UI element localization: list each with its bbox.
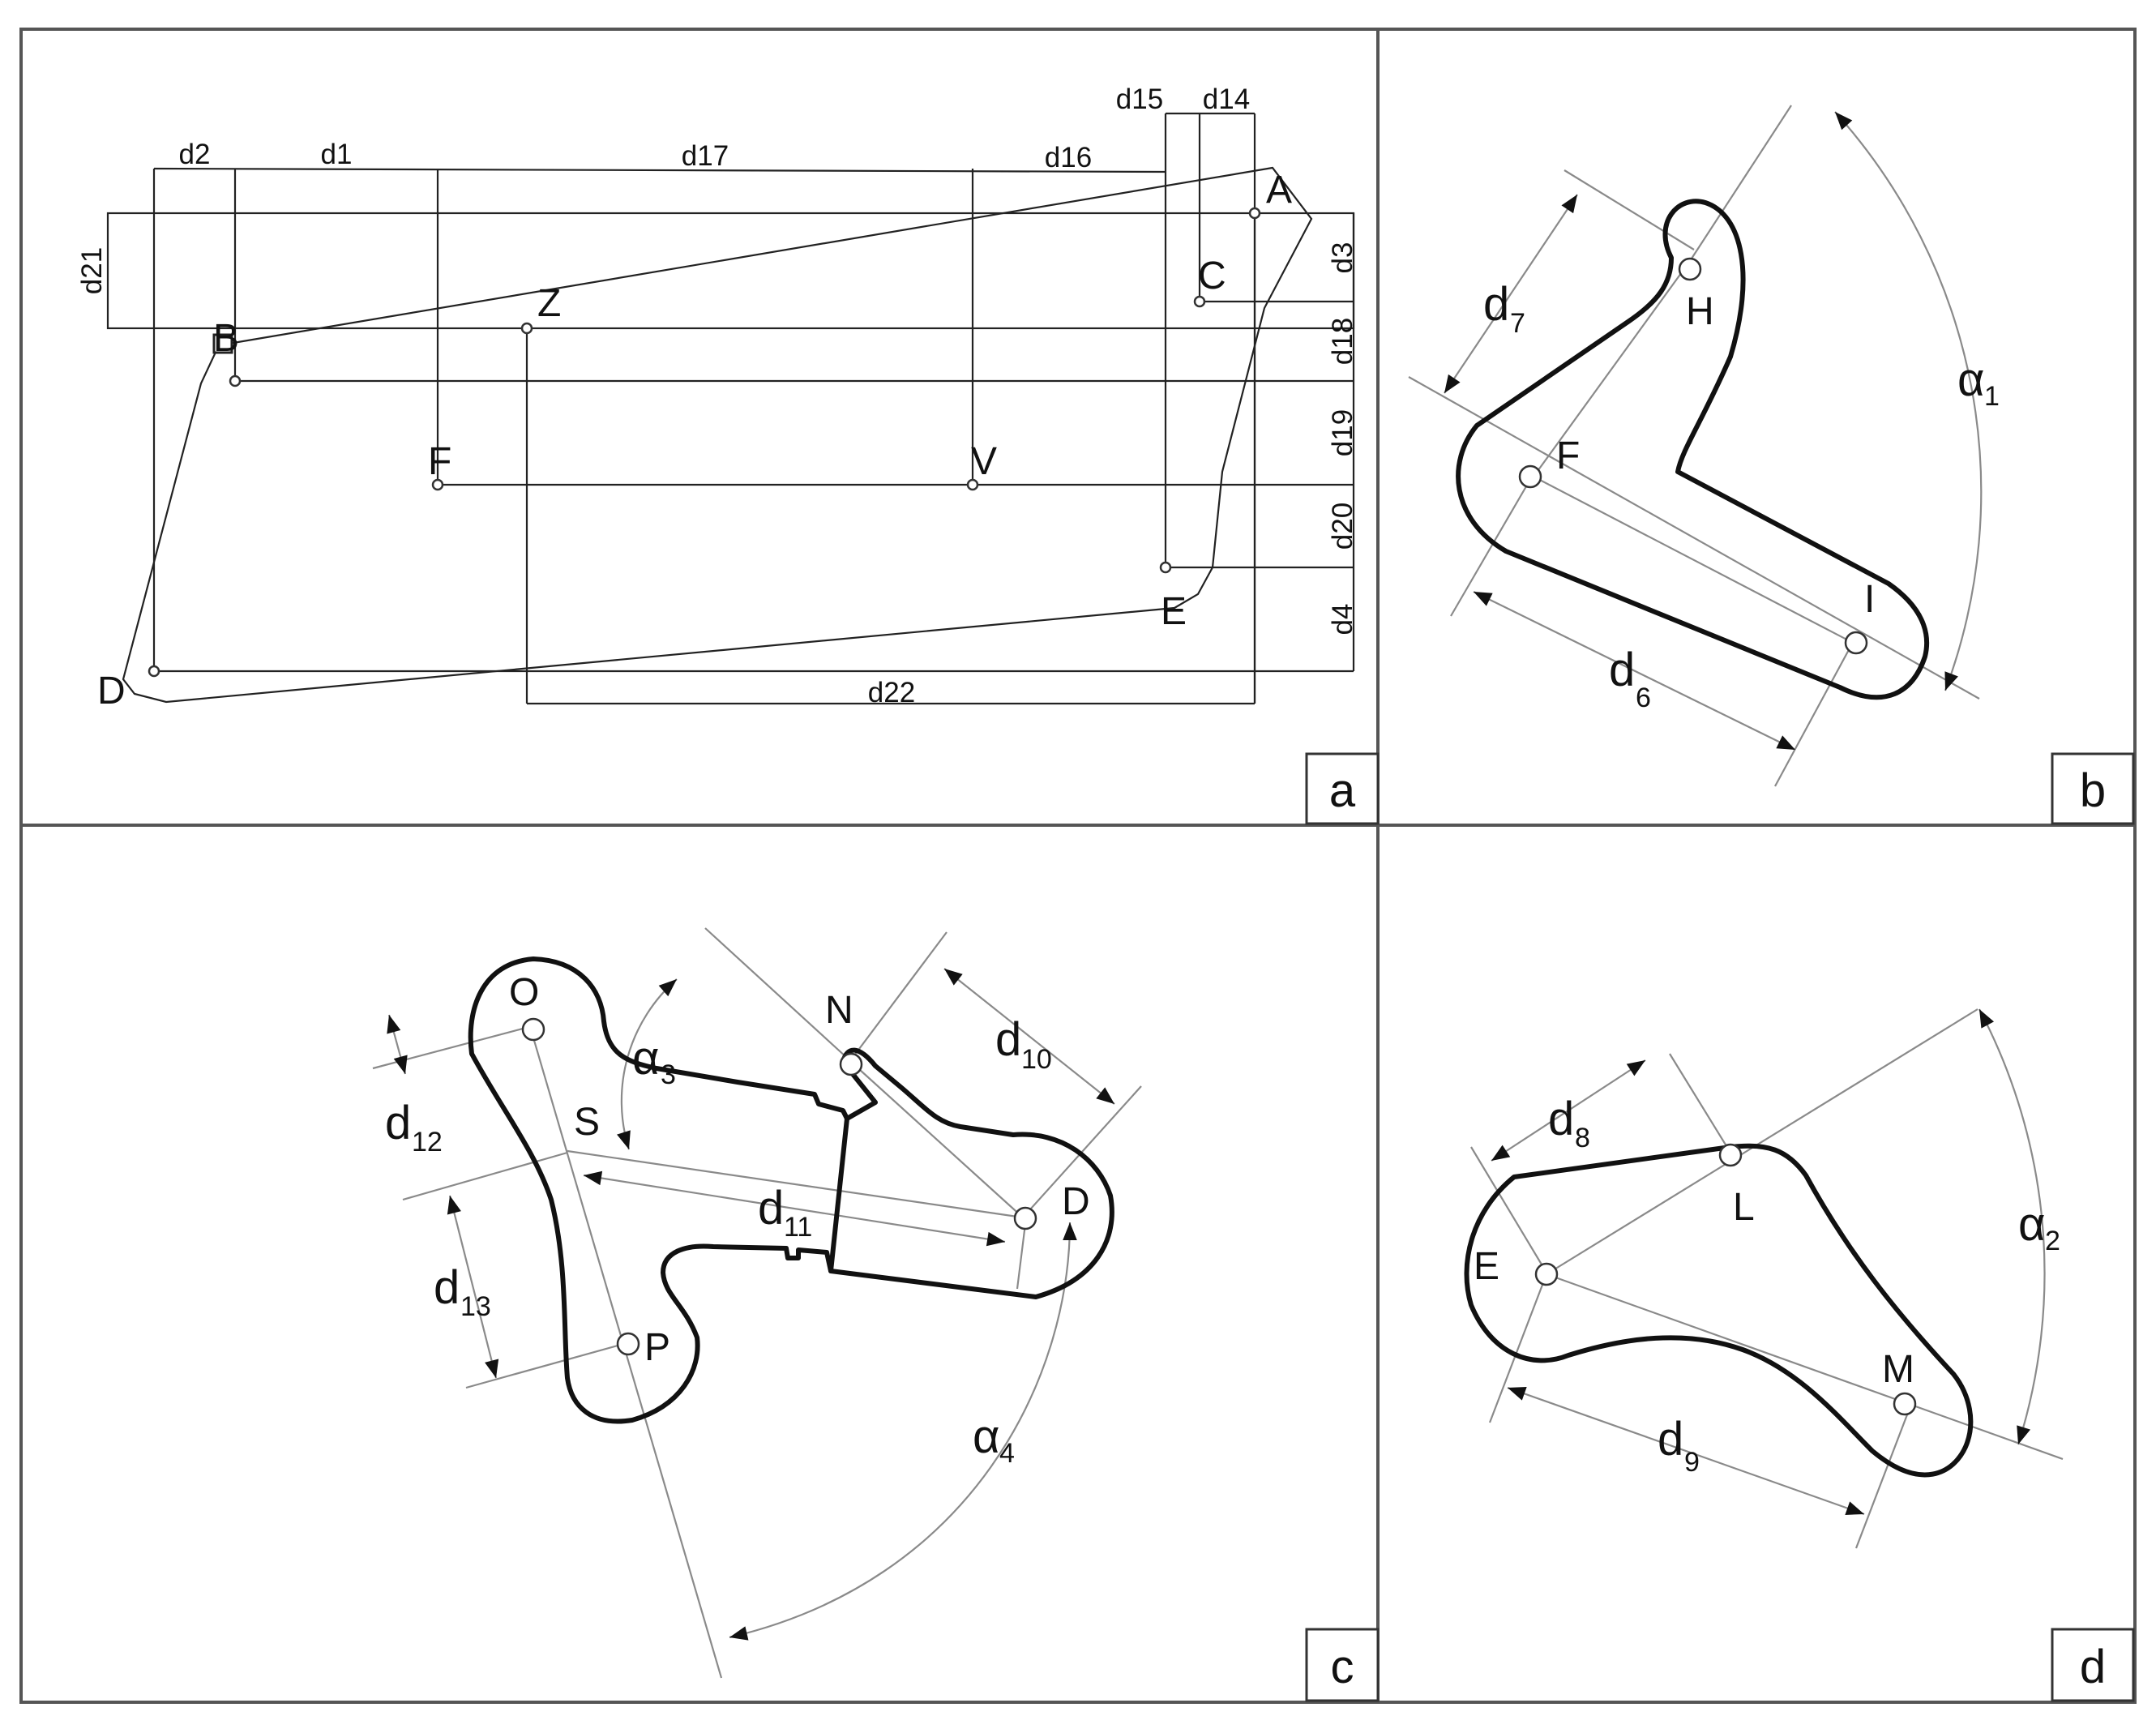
panel-b-construction-lines — [1408, 105, 1983, 787]
svg-text:c: c — [1331, 1641, 1354, 1693]
panel-b-labels: H F I d 7 d 6 α 1 — [1483, 278, 2000, 713]
panel-a-dimension-labels: d2 d1 d17 d16 d15 d14 d22 d21 d3 d18 d19… — [76, 83, 1358, 708]
svg-text:H: H — [1686, 290, 1714, 333]
svg-text:B: B — [213, 317, 239, 360]
svg-text:d15: d15 — [1116, 83, 1163, 115]
svg-text:d: d — [1548, 1093, 1574, 1145]
svg-text:6: 6 — [1636, 683, 1651, 713]
panel-a-pivots — [148, 207, 1261, 678]
svg-text:a: a — [1329, 764, 1356, 817]
svg-text:d: d — [434, 1261, 460, 1314]
svg-text:d: d — [758, 1182, 784, 1235]
svg-text:d: d — [995, 1013, 1021, 1066]
panel-d-construction-lines — [1470, 1008, 2064, 1549]
svg-text:d: d — [385, 1097, 411, 1149]
svg-text:E: E — [1474, 1245, 1499, 1288]
panel-letter-d: d — [2051, 1628, 2135, 1702]
svg-text:d: d — [1609, 644, 1635, 696]
svg-text:O: O — [509, 971, 539, 1014]
svg-text:d2: d2 — [179, 139, 211, 170]
svg-text:9: 9 — [1684, 1447, 1700, 1478]
panel-letter-a: a — [1305, 752, 1380, 825]
svg-text:13: 13 — [460, 1291, 491, 1322]
svg-text:8: 8 — [1575, 1123, 1590, 1153]
panel-letter-b: b — [2051, 752, 2135, 825]
svg-text:d14: d14 — [1203, 83, 1250, 115]
svg-text:d4: d4 — [1327, 604, 1358, 635]
svg-text:M: M — [1882, 1348, 1914, 1391]
panel-a-drawing: A B C Z F V E D d2 d1 d17 d16 d15 d14 d2… — [76, 83, 1358, 713]
svg-text:F: F — [1556, 434, 1580, 477]
panel-c-link-outline — [468, 956, 1114, 1424]
svg-text:α: α — [1957, 353, 1985, 406]
svg-text:d: d — [1483, 278, 1509, 331]
svg-text:d18: d18 — [1327, 318, 1358, 365]
svg-text:I: I — [1864, 578, 1875, 621]
svg-text:α: α — [973, 1410, 1000, 1463]
svg-text:P: P — [644, 1326, 670, 1369]
svg-text:V: V — [971, 440, 997, 483]
svg-text:12: 12 — [412, 1127, 443, 1158]
svg-text:L: L — [1733, 1186, 1755, 1229]
panel-frames — [19, 28, 2137, 1704]
panel-c-link-details — [828, 1116, 849, 1273]
panel-b-pivots — [1518, 257, 1868, 655]
panel-b-drawing: H F I d 7 d 6 α 1 — [1408, 105, 2000, 787]
panel-b-link-outline — [1456, 199, 1930, 700]
svg-text:d16: d16 — [1045, 142, 1092, 173]
panel-c-drawing: O S P N D α 3 d 10 d 11 d 12 d 13 α 4 — [372, 927, 1142, 1679]
svg-text:D: D — [97, 670, 126, 713]
svg-text:d1: d1 — [321, 139, 353, 170]
panel-a-dimension-lines — [106, 112, 1355, 705]
svg-text:d22: d22 — [868, 677, 915, 708]
svg-text:10: 10 — [1021, 1044, 1052, 1075]
svg-text:11: 11 — [784, 1212, 812, 1243]
panel-a-point-labels: A B C Z F V E D — [97, 169, 1292, 713]
svg-text:C: C — [1198, 255, 1226, 297]
panel-d-link-outline — [1464, 1143, 1974, 1478]
panel-c-pivots — [521, 1017, 1037, 1356]
panel-d-labels: L E M d 8 d 9 α 2 — [1474, 1093, 2060, 1478]
svg-text:α: α — [632, 1032, 660, 1085]
svg-text:A: A — [1266, 169, 1292, 212]
svg-text:N: N — [825, 989, 853, 1032]
svg-text:F: F — [428, 440, 451, 483]
svg-text:b: b — [2080, 764, 2106, 817]
svg-text:d3: d3 — [1327, 242, 1358, 274]
panel-a-mechanism-outline — [122, 166, 1313, 704]
svg-text:d: d — [2080, 1641, 2106, 1693]
svg-text:7: 7 — [1510, 308, 1525, 339]
svg-text:α: α — [2018, 1198, 2046, 1251]
panel-d-pivots — [1534, 1143, 1917, 1416]
svg-text:E: E — [1161, 590, 1187, 633]
svg-text:Z: Z — [537, 282, 561, 325]
svg-text:d19: d19 — [1327, 409, 1358, 456]
svg-text:d21: d21 — [76, 247, 108, 294]
svg-text:d17: d17 — [682, 140, 729, 172]
panel-letter-c: c — [1305, 1628, 1380, 1702]
svg-text:4: 4 — [999, 1438, 1015, 1469]
svg-text:d20: d20 — [1327, 503, 1358, 550]
svg-text:S: S — [574, 1101, 600, 1144]
panel-d-drawing: L E M d 8 d 9 α 2 — [1464, 1008, 2064, 1549]
panel-c-construction-lines — [372, 927, 1142, 1679]
svg-text:d: d — [1658, 1413, 1683, 1466]
svg-text:D: D — [1062, 1180, 1090, 1223]
svg-text:2: 2 — [2045, 1226, 2060, 1256]
svg-text:1: 1 — [1984, 381, 2000, 412]
panel-c-labels: O S P N D α 3 d 10 d 11 d 12 d 13 α 4 — [385, 971, 1090, 1469]
svg-text:3: 3 — [661, 1059, 676, 1090]
